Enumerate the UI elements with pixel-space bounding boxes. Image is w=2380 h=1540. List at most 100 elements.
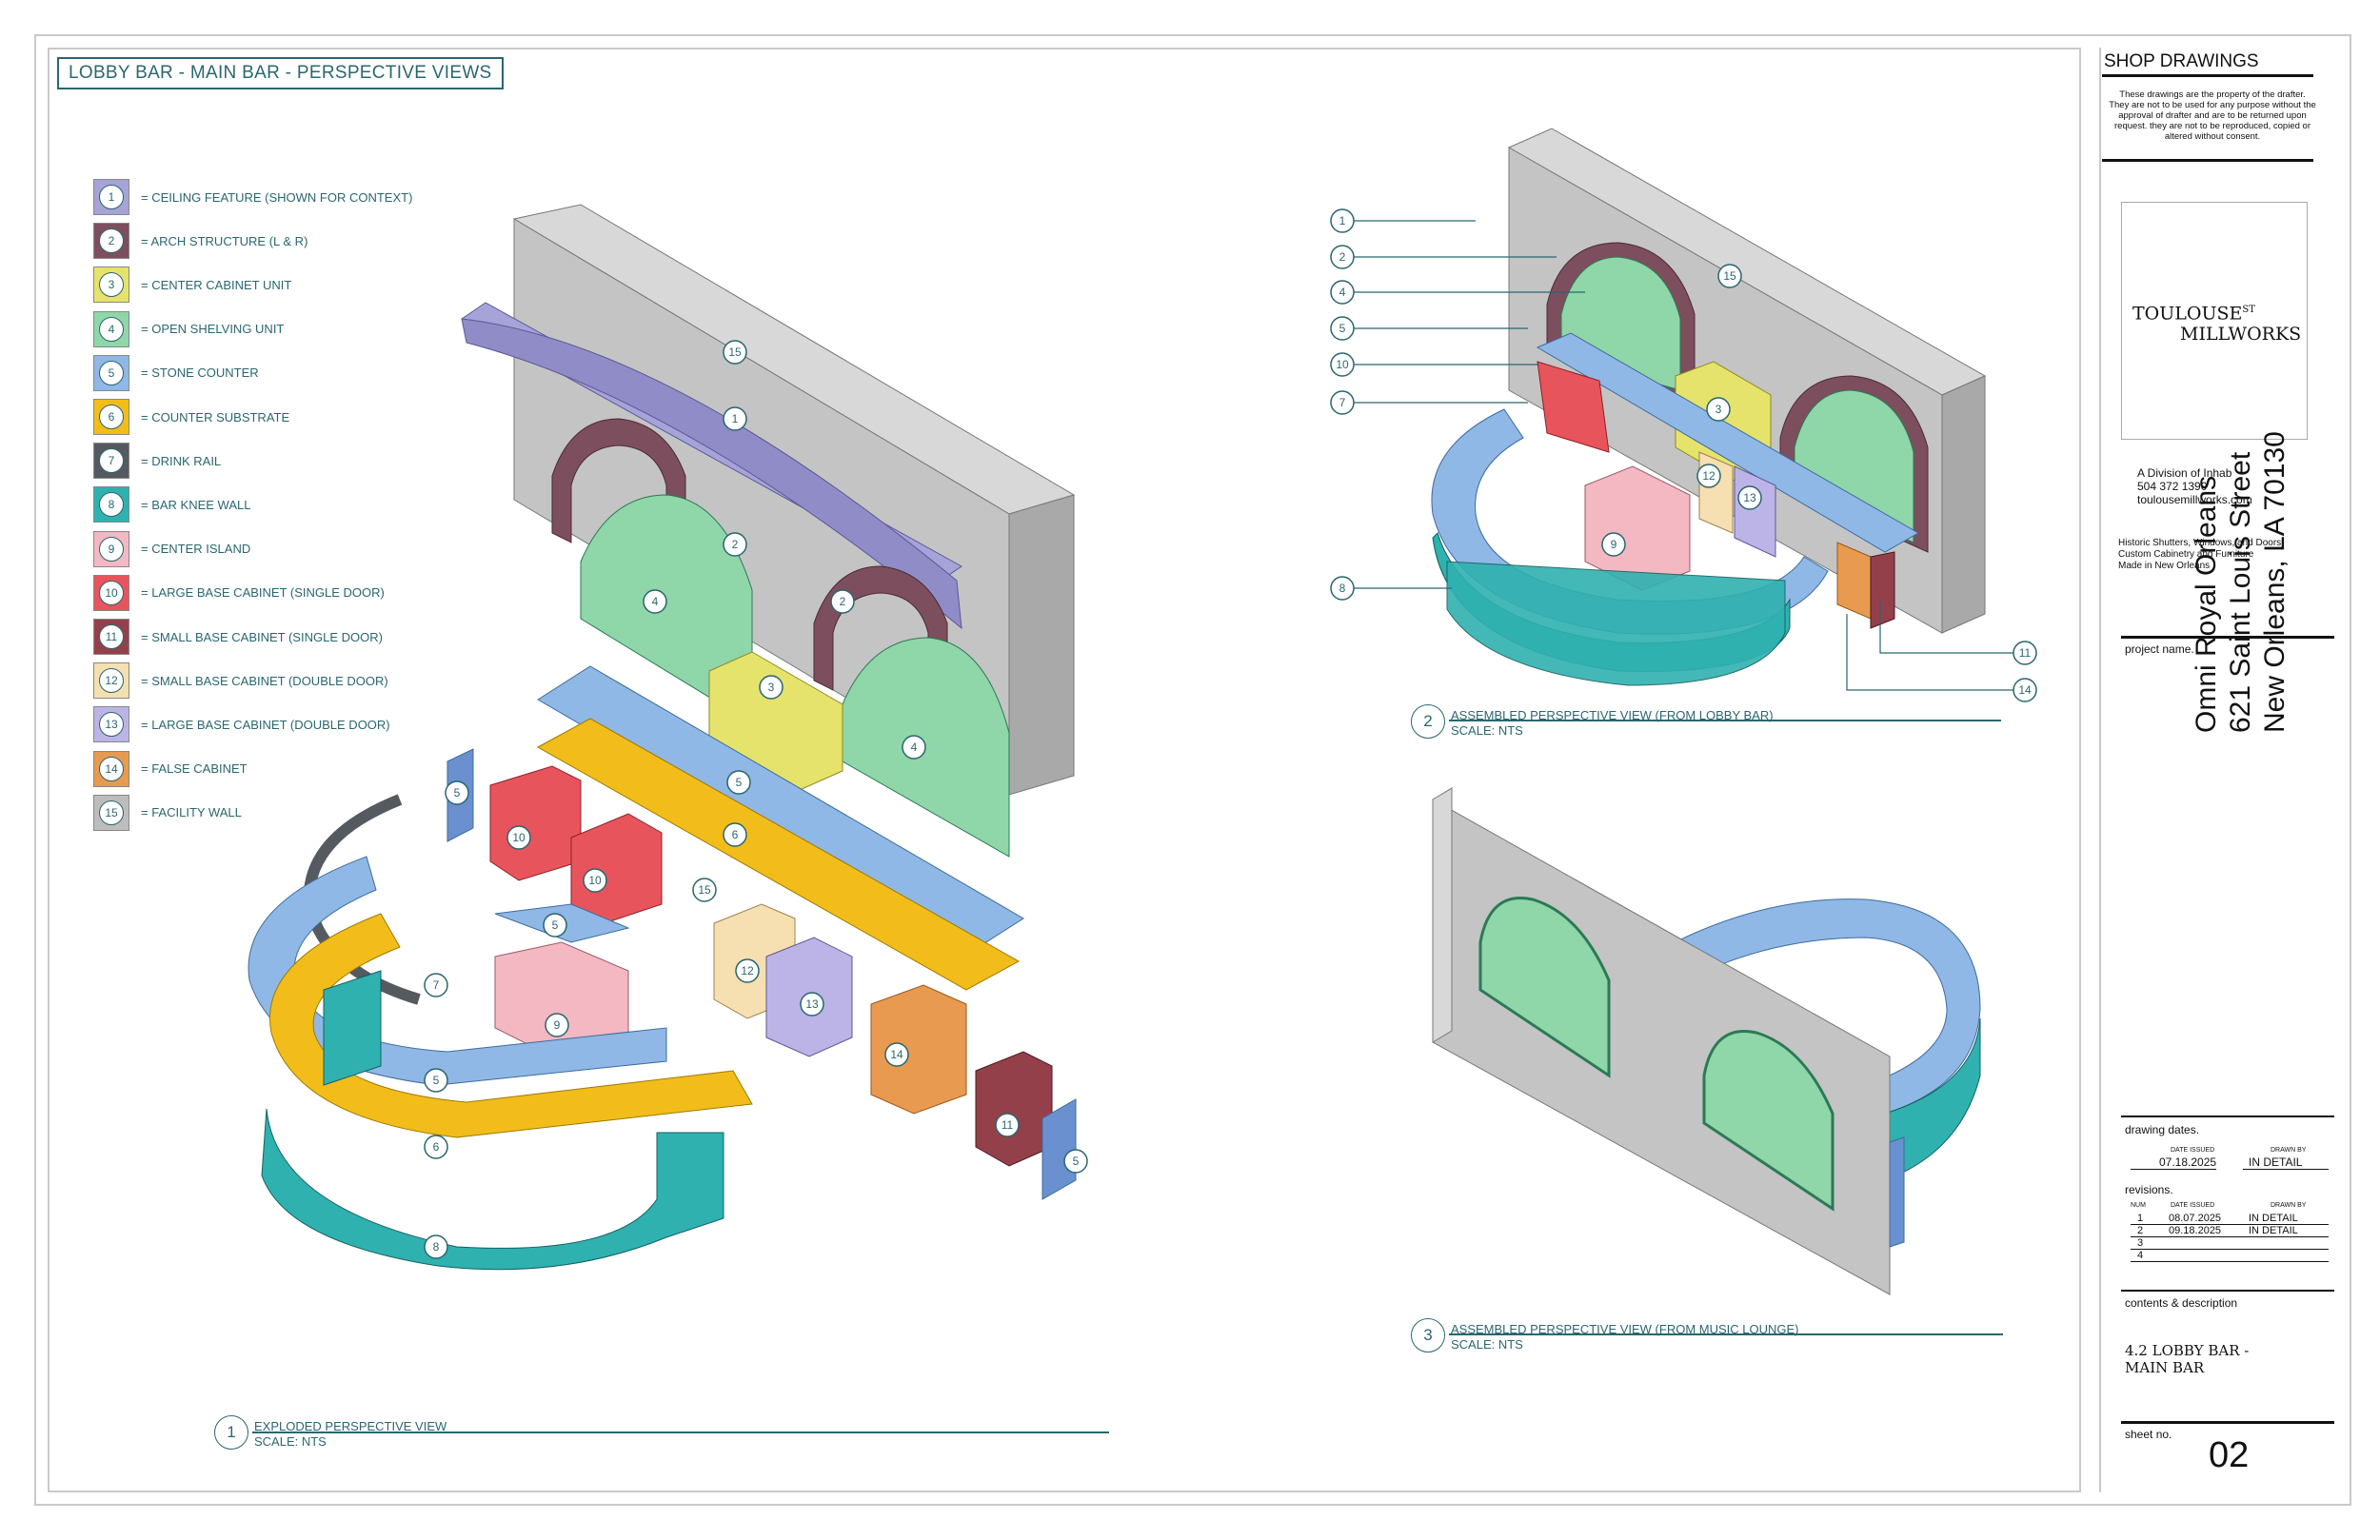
legend-swatch: 7 [93, 443, 129, 480]
logo-box [2121, 202, 2308, 440]
callout-circle [723, 532, 747, 557]
callout-bubble-10: 10 [1330, 352, 1355, 377]
view-1-scale: SCALE: NTS [254, 1434, 327, 1449]
drawing-area-border [48, 48, 2081, 1492]
callout-bubble-14: 14 [2013, 678, 2037, 702]
callout-circle [1330, 316, 1355, 341]
callout-number: 11 [2019, 646, 2032, 660]
callout-circle [1330, 576, 1355, 601]
callout-circle [1601, 532, 1626, 557]
view-3-scale: SCALE: NTS [1451, 1337, 1523, 1352]
callout-bubble-7: 7 [424, 973, 448, 997]
callout-bubble-2: 2 [1330, 245, 1355, 269]
legend-number: 9 [99, 536, 124, 562]
callout-bubble-14: 14 [884, 1042, 909, 1067]
callout-number: 3 [1716, 403, 1722, 416]
view-3-number: 3 [1411, 1318, 1445, 1352]
callout-circle [2013, 678, 2037, 702]
dates-rule [2121, 1116, 2334, 1117]
legend-label: = ARCH STRUCTURE (L & R) [141, 233, 308, 248]
callout-circle [543, 913, 567, 938]
callout-number: 2 [840, 595, 846, 608]
callout-bubble-10: 10 [583, 868, 607, 893]
callout-number: 3 [768, 681, 775, 694]
legend-item-10: 10= LARGE BASE CABINET (SINGLE DOOR) [93, 574, 385, 611]
project-label: project name. [2125, 642, 2194, 656]
callout-number: 4 [911, 740, 918, 754]
legend-swatch: 8 [93, 486, 129, 523]
callout-bubble-3: 3 [759, 675, 783, 700]
window-v3-right [1702, 1030, 1835, 1212]
legend-item-6: 6= COUNTER SUBSTRATE [93, 399, 289, 435]
callout-circle [1737, 485, 1762, 510]
callout-circle [445, 780, 469, 805]
dates-label: drawing dates. [2125, 1123, 2200, 1136]
rev-date: 08.07.2025 [2169, 1213, 2222, 1224]
callout-bubble-5: 5 [543, 913, 567, 938]
legend-swatch: 13 [93, 706, 129, 743]
notice-line-1: These drawings are the property of the d… [2119, 89, 2306, 100]
callout-circle [1696, 464, 1721, 488]
legend-label: = SMALL BASE CABINET (DOUBLE DOOR) [141, 673, 388, 688]
knee-wall-v3 [1884, 1017, 1981, 1181]
callout-bubble-4: 4 [1330, 280, 1355, 305]
callout-number: 9 [554, 1018, 561, 1032]
legend-number: 15 [99, 800, 124, 825]
facility-wall-v3 [1432, 799, 1891, 1295]
legend-swatch: 6 [93, 399, 129, 435]
company-line-3: toulousemillworks.com [2137, 493, 2252, 506]
company-line-1: A Division of Inhab [2137, 466, 2232, 480]
cabinet-v2-red [1537, 361, 1610, 453]
small-cabinet-v2 [1870, 551, 1895, 629]
contents-rule [2121, 1290, 2334, 1292]
legend-swatch: 1 [93, 179, 129, 215]
callout-circle [545, 1013, 569, 1037]
contents-description: 4.2 LOBBY BAR -MAIN BAR [2125, 1342, 2249, 1376]
large-base-cabinet-a [489, 765, 582, 881]
knee-wall-v2-face [1446, 561, 1786, 686]
callout-circle [506, 825, 531, 850]
notice-line-5: altered without consent. [2164, 131, 2261, 142]
center-island-v2 [1584, 465, 1691, 591]
callout-bubble-12: 12 [735, 958, 760, 983]
legend-label: = DRINK RAIL [141, 453, 222, 468]
callout-number: 9 [1611, 538, 1617, 551]
callout-number: 12 [1702, 469, 1716, 483]
services-line-1: Historic Shutters, Windows, and Doors [2118, 538, 2282, 548]
services-line-2: Custom Cabinetry and Furniture [2118, 549, 2254, 560]
callout-bubble-8: 8 [424, 1234, 448, 1259]
music-lounge-view-drawing [1432, 787, 1981, 1295]
logo-superscript: ST [2242, 305, 2255, 315]
callout-number: 14 [890, 1048, 903, 1061]
callout-bubble-5: 5 [726, 770, 751, 795]
legend-label: = CEILING FEATURE (SHOWN FOR CONTEXT) [141, 189, 413, 205]
legend-number: 3 [99, 272, 124, 298]
callout-circle [902, 735, 926, 760]
address-line-3: New Orleans, LA 70130 [2259, 431, 2291, 733]
callout-bubble-13: 13 [1737, 485, 1762, 510]
callout-bubble-13: 13 [800, 992, 824, 1017]
notice-rule [2102, 159, 2313, 162]
callout-circle [723, 340, 747, 365]
logo-line-1: TOULOUSE [2132, 303, 2243, 325]
legend-number: 10 [99, 580, 124, 605]
substrate-straight [536, 718, 1021, 991]
drawn-by-value: IN DETAIL [2249, 1155, 2303, 1169]
shelving-v2-right [1794, 389, 1914, 543]
rev-by: IN DETAIL [2249, 1213, 2298, 1224]
callout-circle [735, 958, 760, 983]
callout-number: 5 [1073, 1155, 1080, 1168]
date-issued-header: DATE ISSUED [2171, 1147, 2215, 1154]
callout-number: 8 [433, 1240, 440, 1254]
callout-bubble-1: 1 [723, 406, 747, 431]
callout-number: 6 [732, 828, 739, 841]
callout-number: 2 [732, 538, 739, 551]
small-base-cabinet-sd [975, 1051, 1053, 1167]
legend-label: = FACILITY WALL [141, 805, 242, 820]
legend-number: 14 [99, 756, 124, 781]
end-panel-right [1041, 1098, 1077, 1200]
view-2-caption-line [1449, 720, 2001, 721]
